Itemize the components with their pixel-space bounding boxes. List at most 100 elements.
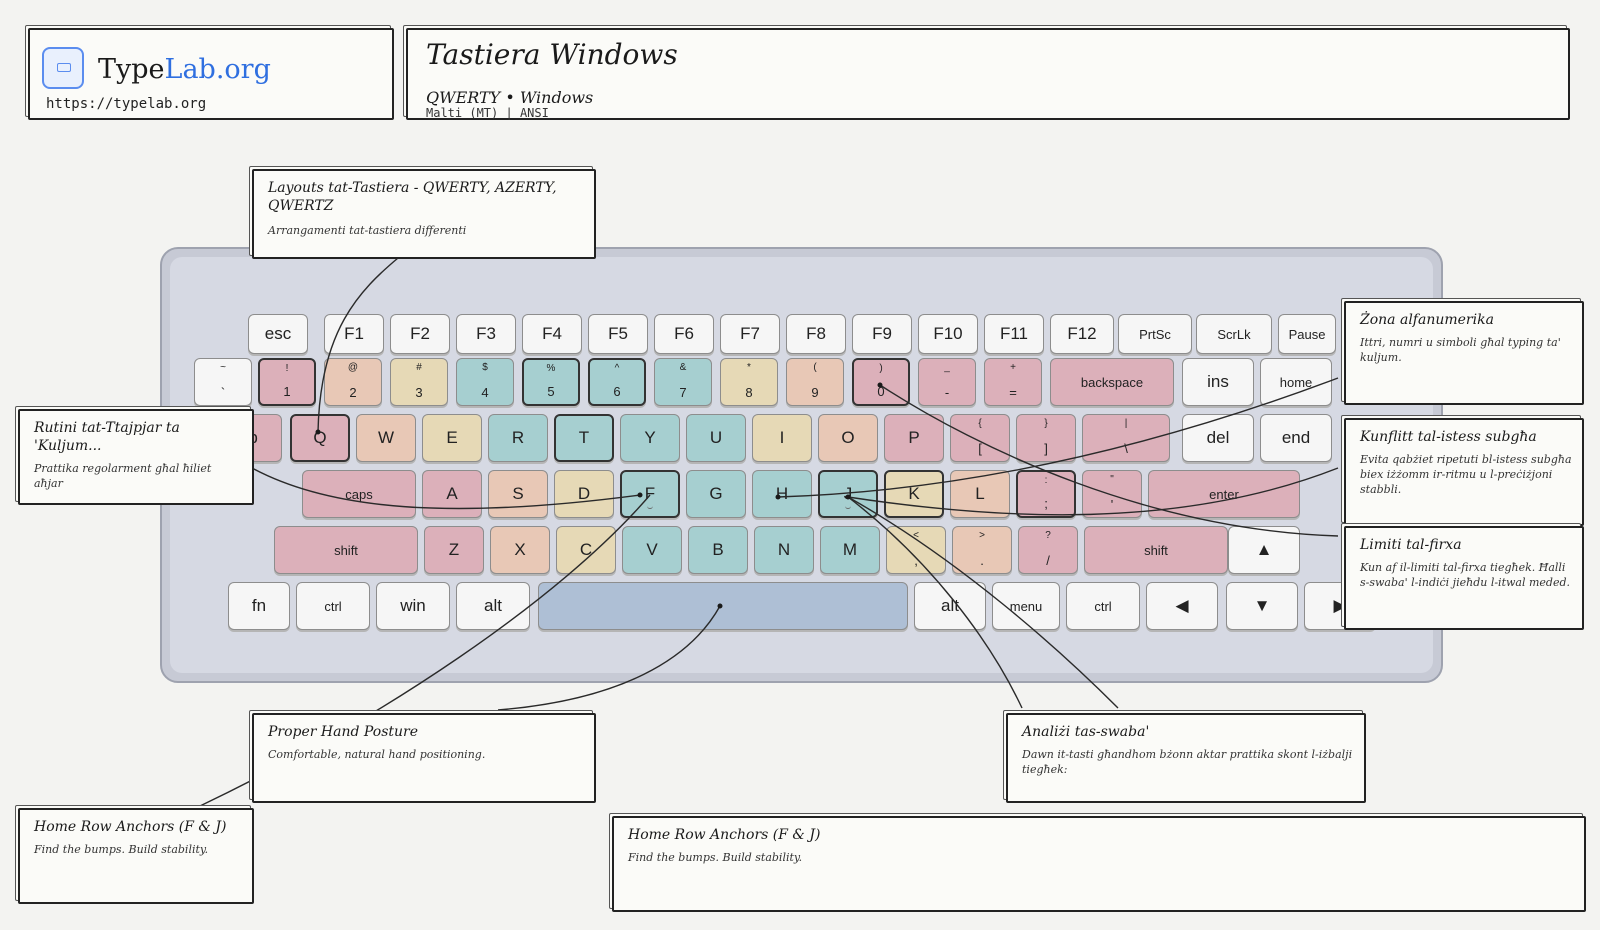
key-f6-0-6[interactable]: F6 <box>654 314 714 354</box>
key-menu-5-6[interactable]: menu <box>992 582 1060 630</box>
key-k-3-8[interactable]: K <box>884 470 944 518</box>
key-q-2-1[interactable]: Q <box>290 414 350 462</box>
key-f2-0-2[interactable]: F2 <box>390 314 450 354</box>
key-c-4-3[interactable]: C <box>556 526 616 574</box>
key-f12-0-12[interactable]: F12 <box>1050 314 1114 354</box>
key---4-12[interactable]: ▲ <box>1228 526 1300 574</box>
key-shift-symbol: > <box>979 530 985 541</box>
key-ctrl-5-7[interactable]: ctrl <box>1066 582 1140 630</box>
key-scrlk-0-14[interactable]: ScrLk <box>1196 314 1272 354</box>
key-f1-0-1[interactable]: F1 <box>324 314 384 354</box>
key-shift-symbol: & <box>679 362 687 373</box>
key-r1-11[interactable]: _- <box>918 358 976 406</box>
key-m-4-7[interactable]: M <box>820 526 880 574</box>
key-h-3-6[interactable]: H <box>752 470 812 518</box>
key-b-4-5[interactable]: B <box>688 526 748 574</box>
key-backspace-1-13[interactable]: backspace <box>1050 358 1174 406</box>
key-d-3-3[interactable]: D <box>554 470 614 518</box>
key-t-2-5[interactable]: T <box>554 414 614 462</box>
key-r1-5[interactable]: %5 <box>522 358 580 406</box>
key-f5-0-5[interactable]: F5 <box>588 314 648 354</box>
key-fn-5-0[interactable]: fn <box>228 582 290 630</box>
key-r1-1[interactable]: !1 <box>258 358 316 406</box>
key-r1-7[interactable]: &7 <box>654 358 712 406</box>
key-r1-2[interactable]: @2 <box>324 358 382 406</box>
key-shift-symbol: : <box>1044 475 1048 486</box>
key-base-symbol: - <box>944 385 950 400</box>
key-g-3-5[interactable]: G <box>686 470 746 518</box>
key-j-3-7[interactable]: J <box>818 470 878 518</box>
key-label: del <box>1206 428 1230 447</box>
key-r1-0[interactable]: ~` <box>194 358 252 406</box>
key-r4-10[interactable]: ?/ <box>1018 526 1078 574</box>
key-base-symbol: , <box>914 553 918 568</box>
key-r4-8[interactable]: <, <box>886 526 946 574</box>
key-caps-3-0[interactable]: caps <box>302 470 416 518</box>
key-r1-4[interactable]: $4 <box>456 358 514 406</box>
key-y-2-6[interactable]: Y <box>620 414 680 462</box>
key-n-4-6[interactable]: N <box>754 526 814 574</box>
key-shift-4-11[interactable]: shift <box>1084 526 1228 574</box>
key-r1-12[interactable]: += <box>984 358 1042 406</box>
key-home-1-15[interactable]: home <box>1260 358 1332 406</box>
key-x-4-2[interactable]: X <box>490 526 550 574</box>
key-f9-0-9[interactable]: F9 <box>852 314 912 354</box>
key-label: fn <box>251 596 267 615</box>
key-i-2-8[interactable]: I <box>752 414 812 462</box>
key-label: backspace <box>1080 374 1144 390</box>
key-f3-0-3[interactable]: F3 <box>456 314 516 354</box>
key-label: win <box>400 596 426 615</box>
key-e-2-3[interactable]: E <box>422 414 482 462</box>
callout-finger-analysis: Analiżi tas-swaba' Dawn it-tasti għandho… <box>1006 713 1366 803</box>
key-esc-0-0[interactable]: esc <box>248 314 308 354</box>
key-ins-1-14[interactable]: ins <box>1182 358 1254 406</box>
key-pause-0-15[interactable]: Pause <box>1278 314 1336 354</box>
key-r3-11[interactable]: "' <box>1082 470 1142 518</box>
key-label: A <box>446 484 458 503</box>
key-o-2-9[interactable]: O <box>818 414 878 462</box>
key-r4-9[interactable]: >. <box>952 526 1012 574</box>
key-space[interactable] <box>538 582 908 630</box>
key-u-2-7[interactable]: U <box>686 414 746 462</box>
key-prtsc-0-13[interactable]: PrtSc <box>1118 314 1192 354</box>
key-ctrl-5-1[interactable]: ctrl <box>296 582 370 630</box>
key-f4-0-4[interactable]: F4 <box>522 314 582 354</box>
key-shift-4-0[interactable]: shift <box>274 526 418 574</box>
brand-name[interactable]: TypeLab.org <box>98 54 271 85</box>
key-r1-6[interactable]: ^6 <box>588 358 646 406</box>
key-w-2-2[interactable]: W <box>356 414 416 462</box>
key-a-3-1[interactable]: A <box>422 470 482 518</box>
key-f8-0-8[interactable]: F8 <box>786 314 846 354</box>
key-alt-5-5[interactable]: alt <box>914 582 986 630</box>
key-f11-0-11[interactable]: F11 <box>984 314 1044 354</box>
key-del-2-14[interactable]: del <box>1182 414 1254 462</box>
brand-url[interactable]: https://typelab.org <box>46 96 207 112</box>
key-win-5-2[interactable]: win <box>376 582 450 630</box>
key-alt-5-3[interactable]: alt <box>456 582 530 630</box>
key-r3-10[interactable]: :; <box>1016 470 1076 518</box>
key-r2-13[interactable]: |\ <box>1082 414 1170 462</box>
key-r1-8[interactable]: *8 <box>720 358 778 406</box>
key-r2-11[interactable]: {[ <box>950 414 1010 462</box>
key-p-2-10[interactable]: P <box>884 414 944 462</box>
key-f10-0-10[interactable]: F10 <box>918 314 978 354</box>
key---5-9[interactable]: ▼ <box>1226 582 1298 630</box>
key-end-2-15[interactable]: end <box>1260 414 1332 462</box>
key-base-symbol: 1 <box>283 384 291 399</box>
key-r1-9[interactable]: (9 <box>786 358 844 406</box>
key-v-4-4[interactable]: V <box>622 526 682 574</box>
key-r2-12[interactable]: }] <box>1016 414 1076 462</box>
key-l-3-9[interactable]: L <box>950 470 1010 518</box>
key-z-4-1[interactable]: Z <box>424 526 484 574</box>
key-label: F11 <box>999 324 1029 343</box>
key-f-3-4[interactable]: F <box>620 470 680 518</box>
key-enter-3-12[interactable]: enter <box>1148 470 1300 518</box>
key-r1-10[interactable]: )0 <box>852 358 910 406</box>
key-f7-0-7[interactable]: F7 <box>720 314 780 354</box>
key-base-symbol: 8 <box>745 385 753 400</box>
key---5-8[interactable]: ◀ <box>1146 582 1218 630</box>
key-s-3-2[interactable]: S <box>488 470 548 518</box>
key-r-2-4[interactable]: R <box>488 414 548 462</box>
key-r1-3[interactable]: #3 <box>390 358 448 406</box>
callout-stretch-limits: Limiti tal-firxa Kun af il-limiti tal-fi… <box>1344 526 1584 630</box>
